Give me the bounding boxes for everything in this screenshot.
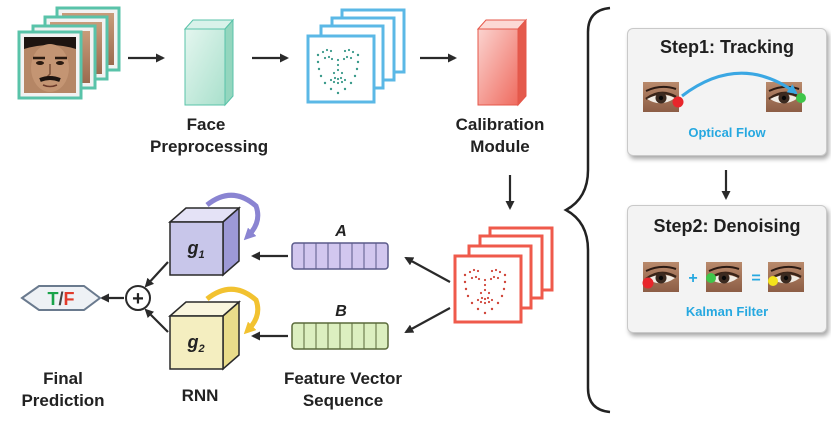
red-landmark-face: [463, 268, 507, 315]
step1-title: Step1: Tracking: [659, 37, 795, 57]
feature-vector-b: B: [291, 303, 389, 350]
face-preprocessing-label: Face Preprocessing: [150, 114, 269, 158]
feature-vector-line2: Sequence: [302, 391, 384, 410]
optical-flow-arrow: [681, 71, 798, 98]
sum-plus: +: [132, 288, 144, 310]
face-preprocessing-line1: Face: [186, 115, 226, 134]
step2-caption: Kalman Filter: [685, 304, 769, 319]
feature-vector-a: A: [291, 223, 389, 270]
landmark-stack: [306, 8, 406, 104]
g2-label: g: [186, 332, 198, 352]
calibrated-landmark-stack: [453, 226, 554, 324]
g2-recurrent-loop: [205, 286, 261, 335]
tf-true: T: [47, 289, 58, 309]
calibration-module-label: Calibration Module: [440, 114, 560, 158]
calibration-module-block: [476, 18, 528, 107]
vector-a-label: A: [334, 223, 347, 240]
face-preprocessing-line2: Preprocessing: [150, 137, 269, 156]
calibration-module-line1: Calibration: [455, 115, 545, 134]
step1-visuals: [641, 71, 806, 114]
rnn-cell-g1: g1: [168, 192, 261, 277]
final-prediction-label: Final Prediction: [8, 368, 118, 412]
rnn-text: RNN: [181, 386, 219, 405]
vector-b-label: B: [335, 303, 347, 320]
final-prediction-line1: Final: [43, 369, 83, 388]
feature-vector-line1: Feature Vector: [283, 369, 403, 388]
tf-slash: /: [58, 289, 63, 309]
tracked-point-red: [672, 96, 684, 108]
step2-plus: +: [688, 270, 697, 287]
g1-subscript: 1: [198, 249, 204, 261]
step2-visuals: + =: [641, 260, 806, 294]
g1-recurrent-loop: [205, 192, 261, 241]
predicted-point: [706, 273, 716, 283]
svg-text:g1: g1: [186, 238, 204, 261]
face-preprocessing-block: [183, 18, 235, 107]
tf-false: F: [64, 289, 75, 309]
step1-caption: Optical Flow: [688, 125, 766, 140]
g1-label: g: [186, 238, 198, 258]
svg-text:g2: g2: [186, 332, 204, 355]
arrow-g2-to-sum: [144, 308, 169, 333]
final-prediction-line2: Prediction: [21, 391, 105, 410]
eye-image-left: [641, 80, 681, 114]
face-photo: [17, 30, 83, 100]
arrow-to-vector-a: [404, 257, 451, 283]
curly-brace: [563, 6, 611, 414]
feature-arrows: [100, 251, 451, 341]
g2-subscript: 2: [197, 343, 204, 355]
filtered-point: [768, 276, 778, 286]
sum-node: +: [125, 285, 151, 311]
svg-text:T/F: T/F: [47, 289, 74, 309]
rnn-cell-g2: g2: [168, 286, 261, 371]
arrow-to-vector-b: [404, 307, 451, 333]
arrow-g1-to-sum: [144, 261, 169, 288]
calibration-module-line2: Module: [470, 137, 530, 156]
input-face-stack: [17, 6, 121, 100]
observed-point: [642, 277, 654, 289]
tracked-point-green: [796, 93, 806, 103]
step2-equals: =: [751, 270, 760, 287]
blue-landmark-face: [316, 48, 360, 95]
output-diamond: T/F: [20, 285, 102, 311]
rnn-label: RNN: [165, 385, 235, 407]
step2-title: Step2: Denoising: [653, 216, 801, 236]
top-arrows: [128, 53, 515, 210]
feature-vector-sequence-label: Feature Vector Sequence: [268, 368, 418, 412]
